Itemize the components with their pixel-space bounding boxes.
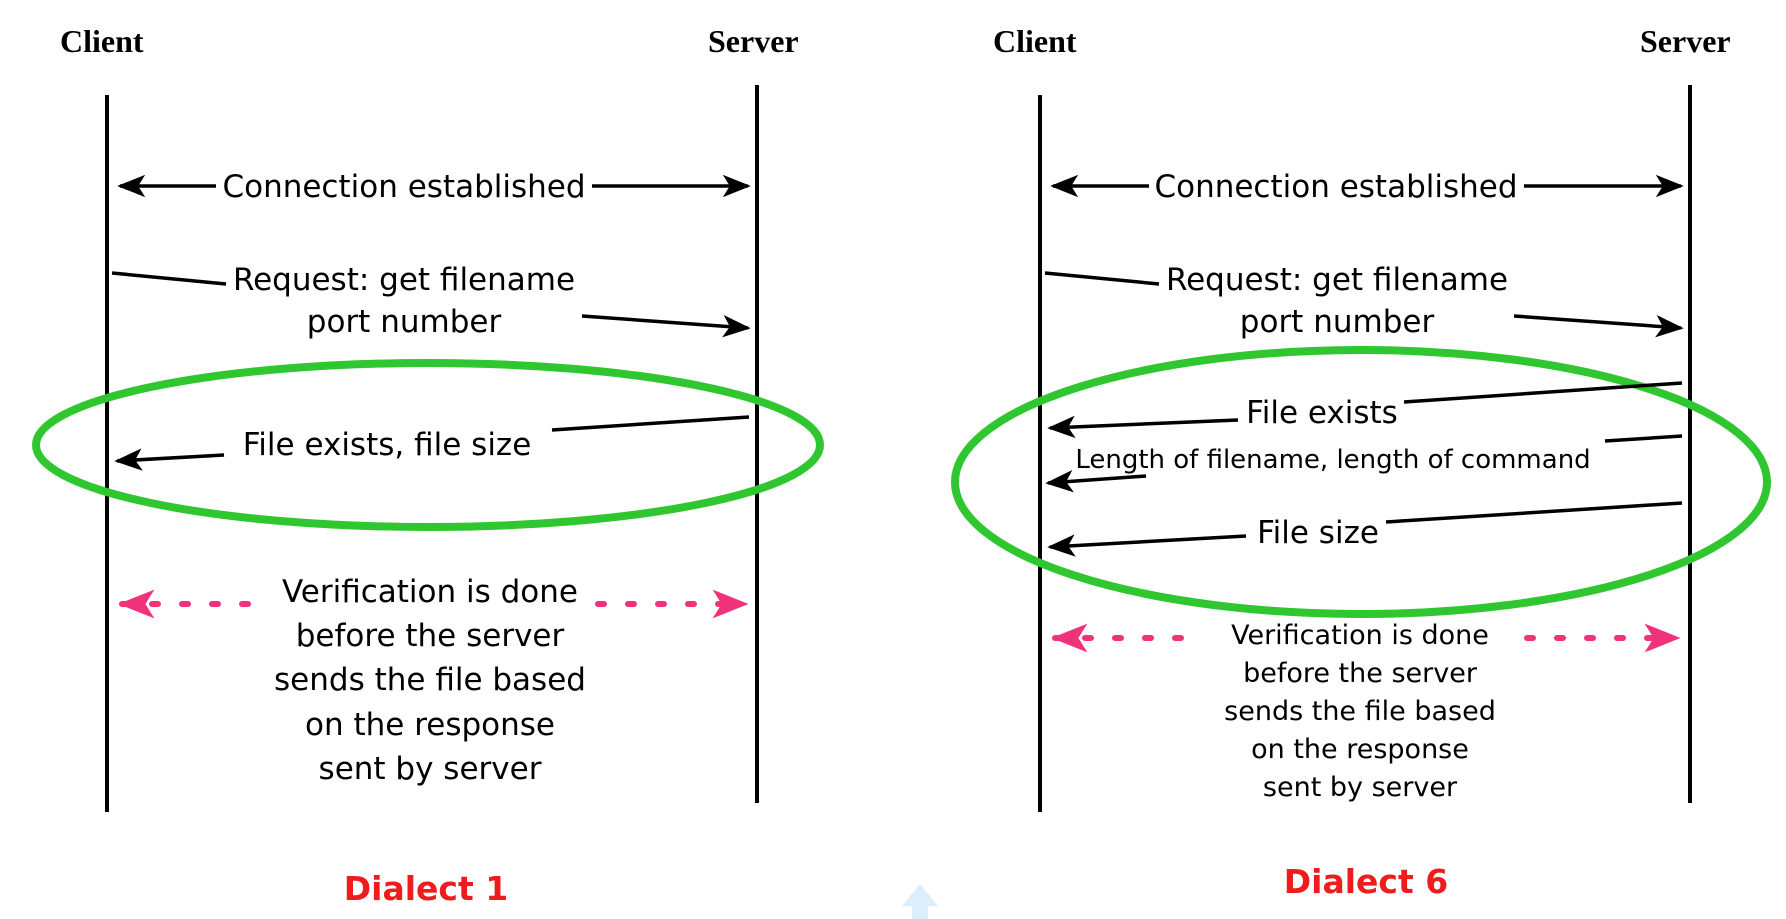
highlight-ellipse bbox=[951, 346, 1771, 618]
verification-line: sends the file based bbox=[274, 662, 586, 698]
response-line-start bbox=[1403, 381, 1683, 404]
verification-note: Verification is done before the server s… bbox=[274, 574, 586, 787]
verification-line: sent by server bbox=[1263, 772, 1458, 803]
dialect-caption: Dialect 6 bbox=[1284, 862, 1448, 901]
response-arrow-lengths bbox=[1045, 470, 1147, 493]
request-arrow bbox=[581, 314, 751, 338]
request-arrow bbox=[1513, 314, 1684, 338]
verification-line: before the server bbox=[296, 618, 565, 654]
response-line-start bbox=[1604, 434, 1683, 443]
response-arrow bbox=[114, 448, 225, 471]
request-message-line1: Request: get filename bbox=[1166, 262, 1508, 298]
response-message-lengths: Length of filename, length of command bbox=[1075, 445, 1590, 475]
response-message-file-exists: File exists bbox=[1246, 395, 1398, 431]
verification-line: on the response bbox=[1251, 734, 1469, 765]
up-arrow-icon bbox=[902, 884, 938, 919]
response-arrow-file-size bbox=[1047, 534, 1247, 557]
request-message-line2: port number bbox=[307, 304, 502, 340]
verification-line: on the response bbox=[305, 707, 555, 743]
response-arrow-file-exists bbox=[1047, 415, 1239, 439]
request-message-line2: port number bbox=[1240, 304, 1435, 340]
verification-note: Verification is done before the server s… bbox=[1224, 620, 1496, 803]
server-label: Server bbox=[1640, 23, 1731, 59]
response-message-file-size: File size bbox=[1257, 515, 1379, 551]
verification-line: sends the file based bbox=[1224, 696, 1496, 727]
client-label: Client bbox=[993, 23, 1077, 59]
connection-message: Connection established bbox=[1154, 169, 1517, 205]
highlight-ellipse bbox=[32, 359, 824, 531]
request-message-line1: Request: get filename bbox=[233, 262, 575, 298]
panel-dialect-6: Client Server Connection established Req… bbox=[951, 23, 1771, 901]
server-label: Server bbox=[708, 23, 799, 59]
request-line-start bbox=[1044, 271, 1160, 286]
response-message: File exists, file size bbox=[243, 427, 532, 463]
verification-line: Verification is done bbox=[282, 574, 578, 610]
response-line-start bbox=[551, 415, 750, 432]
verification-line: sent by server bbox=[319, 751, 542, 787]
dialect-caption: Dialect 1 bbox=[344, 869, 508, 908]
verification-line: before the server bbox=[1243, 658, 1478, 689]
client-label: Client bbox=[60, 23, 144, 59]
response-line-start bbox=[1385, 501, 1683, 524]
verification-line: Verification is done bbox=[1231, 620, 1489, 651]
request-line-start bbox=[111, 271, 227, 286]
connection-message: Connection established bbox=[222, 169, 585, 205]
panel-dialect-1: Client Server Connection established Req… bbox=[32, 23, 824, 908]
